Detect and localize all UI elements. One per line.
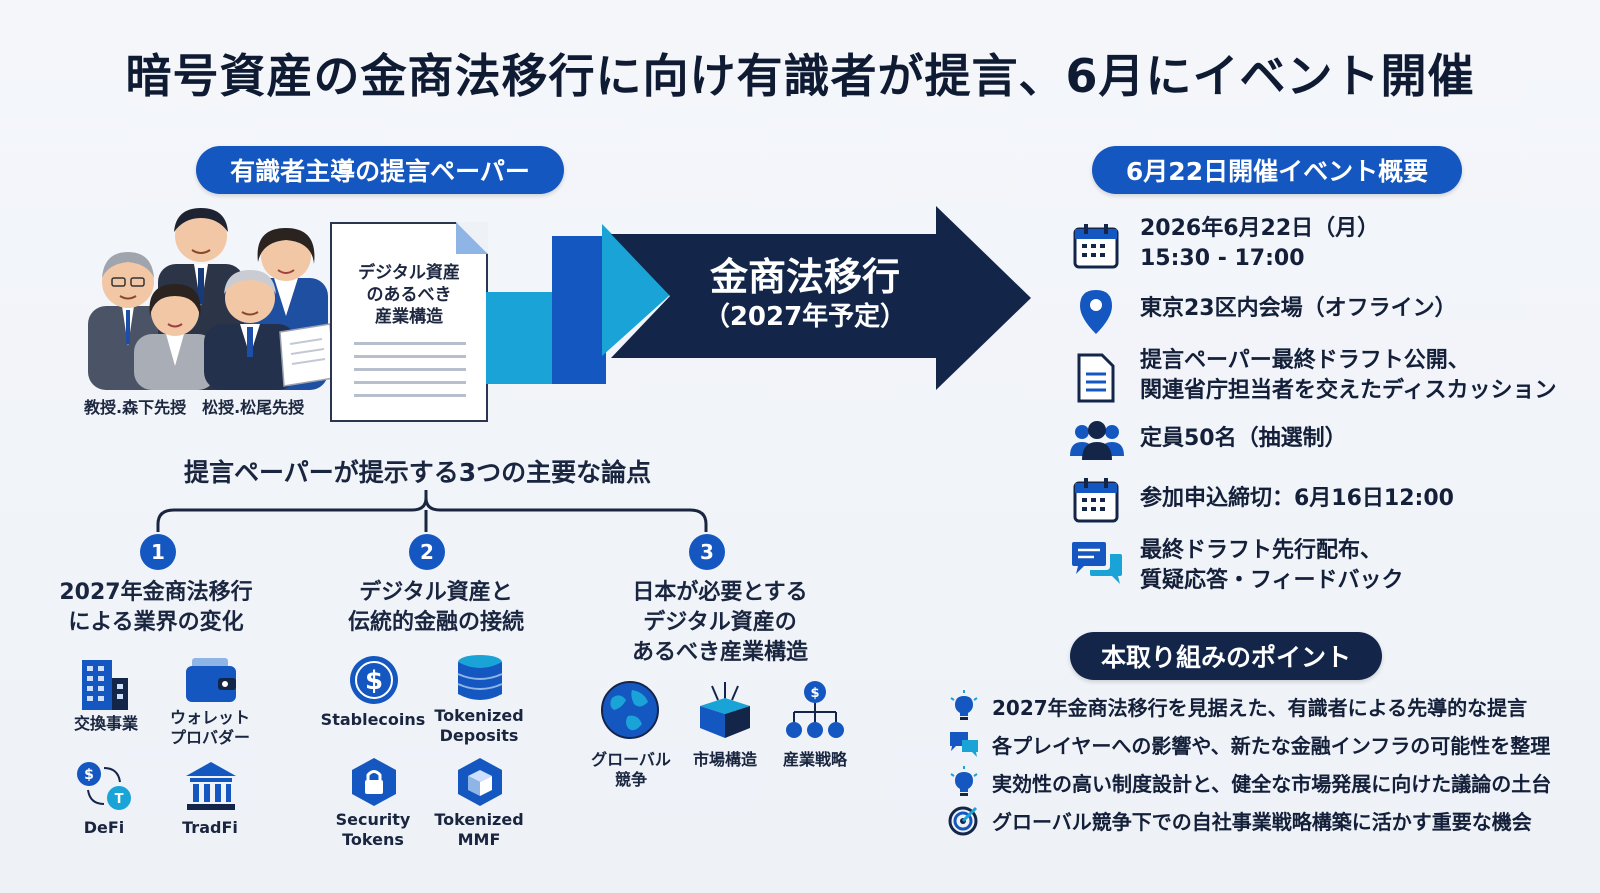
arrow-sub-label: （2027年予定） (703, 302, 907, 332)
page-title: 暗号資産の金商法移行に向け有識者が提言、6月にイベント開催 (125, 49, 1475, 103)
database-icon (457, 655, 503, 700)
person-front-right (204, 270, 296, 390)
calendar-icon (1073, 224, 1119, 269)
event-line: 質疑応答・フィードバック (1140, 568, 1404, 593)
event-datetime: 2026年6月22日（月） 15:30 - 17:00 (1140, 214, 1379, 274)
lightbulb-icon (950, 690, 978, 720)
icon-label: TradFi (182, 818, 238, 837)
point-2-title: デジタル資産と 伝統的金融の接続 (316, 578, 556, 638)
point-number-1: 1 (140, 534, 176, 570)
globe-icon (601, 681, 659, 739)
icon-label-line: ウォレット (169, 708, 250, 727)
point-title-line: 2027年金商法移行 (59, 580, 253, 605)
key-point-text: 実効性の高い制度設計と、健全な市場発展に向けた議論の土台 (992, 772, 1552, 796)
icon-label-line: グローバル (591, 750, 671, 769)
point-title-line: デジタル資産の (643, 610, 797, 635)
key-point-text: 2027年金商法移行を見据えた、有識者による先導的な提言 (992, 696, 1528, 720)
event-line: 15:30 - 17:00 (1140, 246, 1305, 271)
experts-name-label: 教授.森下先授 松授.松尾先授 (84, 398, 305, 417)
icon-label-line: プロバダー (169, 728, 250, 747)
key-point-text: グローバル競争下での自社事業戦略構築に活かす重要な機会 (992, 810, 1532, 834)
arrow-main-label: 金商法移行 (709, 255, 900, 299)
experts-group-illustration (88, 208, 334, 390)
wallet-icon (186, 658, 236, 702)
document-text-lines (354, 342, 466, 407)
icon-label-line: Deposits (439, 726, 519, 745)
person-back-left (88, 252, 168, 390)
svg-text:$: $ (365, 666, 383, 696)
people-icon (1070, 421, 1124, 460)
icon-label: Security Tokens (318, 810, 428, 850)
icon-label-line: Tokenized (434, 706, 524, 725)
points-heading: 提言ペーパーが提示する3つの主要な論点 (184, 458, 652, 487)
event-deadline: 参加申込締切：6月16日12:00 (1140, 486, 1454, 511)
point-title-line: 伝統的金融の接続 (347, 610, 524, 635)
document-title-line: 産業構造 (375, 307, 443, 327)
point-number-3: 3 (689, 534, 725, 570)
point-3-title: 日本が必要とする デジタル資産の あるべき産業構造 (600, 578, 840, 668)
held-paper-icon (279, 323, 334, 387)
icon-label: DeFi (83, 818, 125, 837)
point-title-line: による業界の変化 (68, 610, 244, 635)
event-line: 最終ドラフト先行配布、 (1140, 538, 1383, 563)
icon-label-line: Tokenized (434, 810, 524, 829)
icon-label-line: 競争 (614, 770, 647, 789)
icon-label-line: Security (335, 810, 411, 829)
point-title-line: あるべき産業構造 (631, 640, 808, 665)
icon-label: グローバル 競争 (576, 750, 686, 790)
lightbulb-icon (950, 766, 978, 796)
key-point-text: 各プレイヤーへの影響や、新たな金融インフラの可能性を整理 (992, 734, 1551, 758)
bank-icon (186, 762, 236, 810)
building-icon (82, 660, 128, 710)
calendar-icon (1073, 478, 1119, 523)
icon-label: Tokenized Deposits (424, 706, 534, 746)
svg-text:$: $ (810, 686, 819, 701)
document-fold-corner (456, 222, 488, 254)
point-title-line: 日本が必要とする (632, 580, 808, 605)
event-line: 2026年6月22日（月） (1140, 216, 1380, 241)
document-icon (1077, 353, 1115, 403)
open-box-icon (700, 682, 750, 738)
point-1-title: 2027年金商法移行 による業界の変化 (36, 578, 276, 638)
document-title: デジタル資産 のあるべき 産業構造 (332, 262, 486, 328)
icon-label: Stablecoins (320, 710, 426, 729)
chat-icon (950, 732, 978, 757)
dollar-coin-icon: $ (350, 656, 398, 704)
point-number-2: 2 (409, 534, 445, 570)
transition-arrow (486, 206, 1031, 390)
icon-label: ウォレット プロバダー (160, 708, 260, 748)
icon-label: Tokenized MMF (424, 810, 534, 850)
event-feedback: 最終ドラフト先行配布、 質疑応答・フィードバック (1140, 536, 1404, 596)
icon-label: 産業戦略 (782, 750, 847, 769)
proposal-document: デジタル資産 のあるべき 産業構造 (330, 222, 488, 422)
svg-text:T: T (115, 792, 124, 807)
event-capacity: 定員50名（抽選制） (1140, 426, 1347, 451)
cube-hexagon-icon (458, 758, 502, 806)
event-content: 提言ペーパー最終ドラフト公開、 関連省庁担当者を交えたディスカッション (1140, 346, 1556, 406)
target-icon (948, 806, 978, 836)
event-venue: 東京23区内会場（オフライン） (1140, 296, 1457, 321)
point-title-line: デジタル資産と (359, 580, 513, 605)
icon-label-line: MMF (457, 830, 501, 849)
chat-icon (1072, 542, 1122, 584)
document-title-line: のあるべき (366, 285, 452, 305)
icon-label: 交換事業 (73, 714, 138, 733)
icon-label-line: Tokens (342, 830, 404, 849)
event-summary-pill: 6月22日開催イベント概要 (1092, 146, 1462, 194)
hierarchy-icon: $ (786, 681, 844, 738)
proposal-paper-pill: 有識者主導の提言ペーパー (196, 146, 564, 194)
defi-exchange-icon: $ T (77, 762, 131, 810)
event-line: 提言ペーパー最終ドラフト公開、 (1140, 348, 1470, 373)
lock-hexagon-icon (352, 758, 396, 806)
person-front-left (134, 284, 216, 390)
document-title-line: デジタル資産 (358, 263, 460, 283)
icon-label: 市場構造 (692, 750, 757, 769)
points-bracket (156, 490, 708, 532)
event-line: 関連省庁担当者を交えたディスカッション (1140, 378, 1557, 403)
key-points-pill: 本取り組みのポイント (1070, 632, 1382, 680)
svg-text:$: $ (84, 767, 94, 783)
location-pin-icon (1080, 290, 1112, 334)
